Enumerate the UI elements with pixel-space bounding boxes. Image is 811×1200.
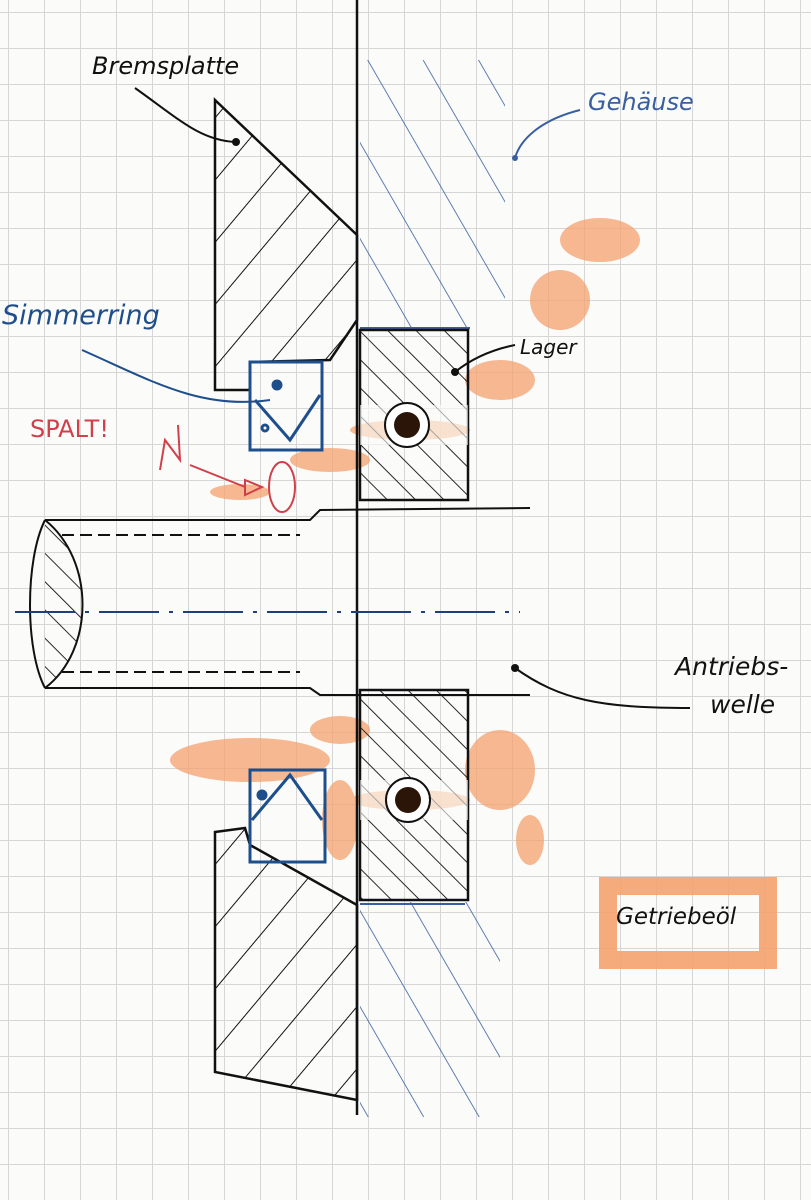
seal-upper <box>248 360 324 452</box>
housing-lower <box>360 902 500 1117</box>
gap-marker <box>159 424 296 513</box>
brake-plate-lower <box>213 826 359 1102</box>
bearing-lower <box>358 688 470 902</box>
label-brake-plate: Bremsplatte <box>92 52 240 80</box>
leader-seal <box>81 349 271 403</box>
seal-lower <box>248 768 327 864</box>
bearing-upper <box>358 328 470 502</box>
label-bearing: Lager <box>520 335 577 359</box>
oil-legend-swatch <box>599 877 777 969</box>
label-shaft-line2: welle <box>710 690 776 719</box>
leader-bearing <box>454 344 516 373</box>
label-oil-legend: Getriebeöl <box>616 904 737 930</box>
drive-shaft <box>15 507 531 696</box>
label-seal: Simmerring <box>2 300 160 331</box>
label-housing: Gehäuse <box>588 88 694 116</box>
label-gap: SPALT! <box>30 415 109 443</box>
leader-shaft <box>514 667 691 709</box>
label-shaft-line1: Antriebs- <box>675 652 789 681</box>
housing-upper <box>360 60 505 330</box>
leader-housing <box>514 109 581 159</box>
leader-brake-plate <box>134 87 236 143</box>
